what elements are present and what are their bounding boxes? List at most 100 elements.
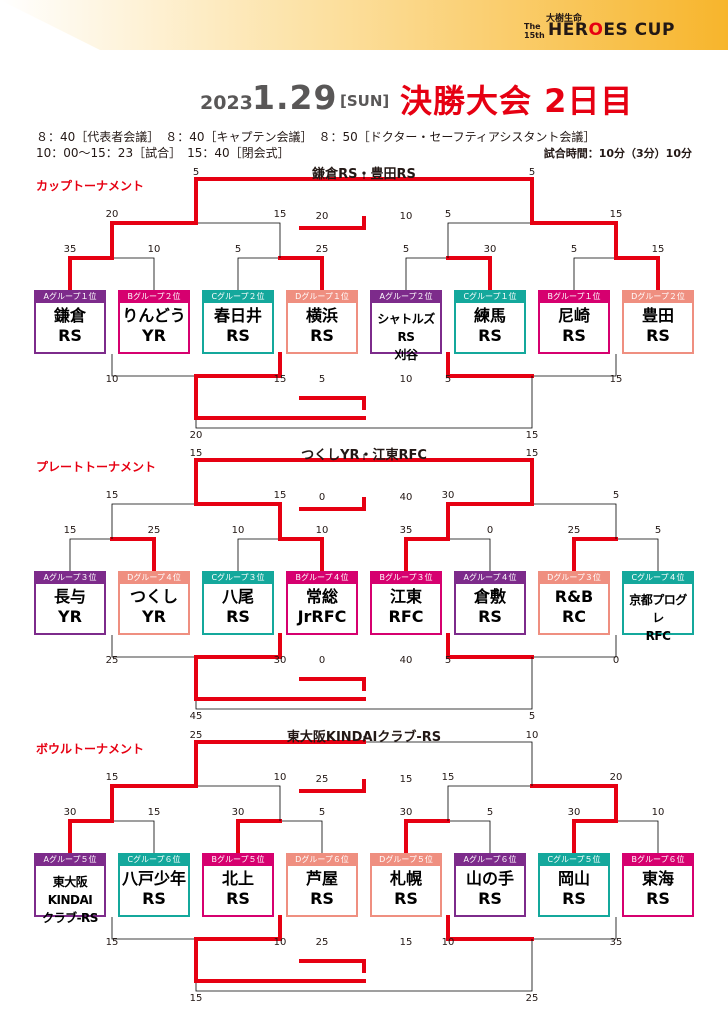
title-event: 決勝大会 2日目 <box>400 82 634 120</box>
score-label: 30 <box>567 807 581 818</box>
score-label: 25 <box>315 774 329 785</box>
group-rank-tag: Aグループ５位 <box>34 853 106 866</box>
bracket-line <box>405 820 491 853</box>
score-label: 5 <box>654 525 662 536</box>
winner-line <box>68 256 114 292</box>
group-rank-tag: Bグループ４位 <box>286 571 358 584</box>
team-name-line2: RS <box>562 326 586 345</box>
score-label: 30 <box>231 807 245 818</box>
team-name-line2: RS <box>226 326 250 345</box>
bracket-line <box>405 538 491 571</box>
score-label: 10 <box>273 937 287 948</box>
score-label: 15 <box>63 525 77 536</box>
group-rank-tag: Aグループ６位 <box>454 853 526 866</box>
winner-line <box>446 502 534 541</box>
score-label: 25 <box>315 244 329 255</box>
bracket-line <box>237 538 323 571</box>
logo-sponsor: 大樹生命 <box>546 14 583 24</box>
team-name-line2: 刈谷 <box>394 348 418 362</box>
score-label: 35 <box>399 525 413 536</box>
schedule-line-1: ８：40［代表者会議］ ８：40［キャプテン会議］ ８：50［ドクター・セーフテ… <box>36 130 596 144</box>
winner-line <box>404 537 450 573</box>
score-label: 40 <box>399 492 413 503</box>
bracket-line <box>111 917 281 940</box>
score-label: 30 <box>273 655 287 666</box>
bracket-line <box>405 257 491 290</box>
winner-line <box>194 352 282 378</box>
score-label: 10 <box>399 211 413 222</box>
winner-line <box>446 633 534 659</box>
score-label: 5 <box>444 655 452 666</box>
team-card: Cグループ４位京都プログレ RFC <box>622 571 694 643</box>
group-rank-tag: Aグループ１位 <box>34 290 106 303</box>
team-name-line2: RFC <box>645 629 671 643</box>
team-name-line1: 山の手 <box>465 869 514 888</box>
bracket-line <box>447 354 617 377</box>
score-label: 25 <box>315 937 329 948</box>
score-label: 0 <box>612 655 620 666</box>
score-label: 5 <box>318 374 326 385</box>
bracket-lines <box>69 454 659 710</box>
score-label: 10 <box>231 525 245 536</box>
team-name-line2: RS <box>646 326 670 345</box>
team-name-line2: RFC <box>388 607 424 626</box>
team-name-line1: シャトルズRS <box>377 312 435 344</box>
score-label: 15 <box>525 448 539 459</box>
score-label: 5 <box>234 244 242 255</box>
winner-line <box>110 784 198 823</box>
winner-line <box>299 396 366 410</box>
score-label: 25 <box>147 525 161 536</box>
team-name-line1: 芦屋 <box>305 869 338 888</box>
logo-edition-line1: The <box>524 22 541 31</box>
winner-line <box>194 374 366 420</box>
score-label: 15 <box>189 993 203 1004</box>
bracket-line <box>447 785 617 821</box>
score-label: 15 <box>273 209 287 220</box>
team-name-line2: RS <box>310 889 334 908</box>
team-name-line2: RS <box>478 607 502 626</box>
score-label: 15 <box>651 244 665 255</box>
score-label: 40 <box>399 655 413 666</box>
team-name: シャトルズRS 刈谷 <box>372 310 440 364</box>
team-name-line2: RS <box>646 889 670 908</box>
group-rank-tag: Cグループ４位 <box>622 571 694 584</box>
score-label: 5 <box>402 244 410 255</box>
bracket-line <box>69 538 155 571</box>
team-name-line1: 長与 <box>53 587 86 606</box>
score-label: 15 <box>399 937 413 948</box>
winner-line <box>278 256 324 292</box>
bracket-line <box>573 820 659 853</box>
team-name-line1: 東大阪KINDAI <box>47 875 93 907</box>
score-label: 0 <box>318 492 326 503</box>
score-label: 25 <box>567 525 581 536</box>
bracket-line <box>573 538 659 571</box>
team-name-line1: 京都プログレ <box>629 593 687 625</box>
score-label: 30 <box>63 807 77 818</box>
winner-line <box>530 784 618 823</box>
winner-line <box>278 537 324 573</box>
score-label: 0 <box>318 655 326 666</box>
bracket-line <box>573 257 659 290</box>
score-label: 15 <box>189 448 203 459</box>
bracket-line <box>111 635 281 658</box>
team-name-line1: 岡山 <box>557 869 590 888</box>
logo-cup-part-b: ES CUP <box>603 20 675 40</box>
group-rank-tag: Dグループ１位 <box>286 290 358 303</box>
heroes-cup-logo: 大樹生命 The 15th HEROES CUP <box>524 12 694 46</box>
bracket-line <box>111 222 281 258</box>
team-name-line1: 常総 <box>305 587 338 606</box>
